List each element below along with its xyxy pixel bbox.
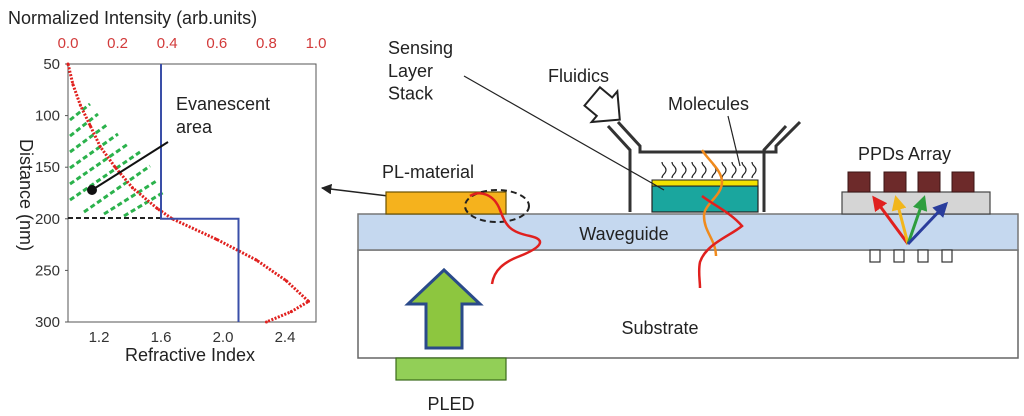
pled-block (395, 357, 507, 381)
molecules-pointer (727, 115, 741, 167)
sensing-top-layer (651, 179, 759, 187)
top-tick-label: 0.6 (206, 35, 227, 52)
fluidics-label: Fluidics (548, 66, 609, 86)
evanescent-hatch (69, 102, 165, 218)
fluidics-wall-left-inner (616, 120, 802, 154)
intensity-point (215, 237, 219, 241)
pled-label: PLED (427, 394, 474, 414)
fluidics-wall-left (606, 124, 632, 212)
plot-series (66, 62, 311, 324)
intensity-point (254, 258, 258, 262)
y-tick-label: 300 (35, 314, 60, 331)
molecules-label: Molecules (668, 94, 749, 114)
top-axis-title: Normalized Intensity (arb.units) (8, 8, 257, 28)
intensity-point (264, 320, 268, 324)
intensity-point (98, 145, 102, 149)
intensity-point (289, 310, 293, 314)
annotation-pointer (91, 141, 169, 191)
plot-frame (67, 63, 317, 323)
y-axis-title: Distance (nm) (16, 139, 36, 251)
x-axis-title: Refractive Index (125, 345, 255, 365)
pl-mode-curve (469, 192, 542, 285)
grating (869, 249, 953, 263)
top-axis-ticks: 0.0 0.2 0.4 0.6 0.8 1.0 (58, 35, 327, 52)
annotation-dot (87, 185, 97, 195)
intensity-point (130, 186, 134, 190)
intensity-curve (66, 63, 311, 324)
ppd-elements (847, 171, 975, 193)
waveguide-label: Waveguide (579, 224, 668, 244)
refractive-index-step (160, 64, 240, 322)
intensity-point (307, 299, 311, 303)
diffraction-arrows (872, 195, 949, 246)
sensing-mode-orange (700, 149, 724, 257)
ppd-base (841, 191, 991, 215)
excitation-arrow (404, 267, 484, 350)
intensity-point (66, 62, 70, 66)
coupling-ellipse (464, 189, 530, 223)
intensity-point (78, 103, 82, 107)
y-tick-label: 50 (43, 56, 60, 73)
top-tick-label: 0.8 (256, 35, 277, 52)
intensity-point (71, 83, 75, 87)
ppds-array-label: PPDs Array (858, 144, 951, 164)
y-tick-label: 150 (35, 159, 60, 176)
x-tick-label: 1.6 (151, 329, 172, 346)
y-tick-label: 100 (35, 108, 60, 125)
y-axis-ticks: 50 100 150 200 250 300 (35, 56, 68, 331)
x-tick-label: 1.2 (89, 329, 110, 346)
intensity-point (155, 206, 159, 210)
x-tick-label: 2.4 (275, 329, 296, 346)
sensing-mode-red (697, 195, 744, 289)
y-tick-label: 250 (35, 262, 60, 279)
device-diagram: Substrate Waveguide PL-material Fluidics… (357, 38, 1019, 414)
molecules (661, 161, 757, 179)
pl-material-label: PL-material (382, 162, 474, 182)
y-tick-label: 200 (35, 211, 60, 228)
top-tick-label: 0.0 (58, 35, 79, 52)
x-axis-ticks: 1.2 1.6 2.0 2.4 (89, 329, 296, 346)
substrate-label: Substrate (621, 318, 698, 338)
intensity-point (113, 165, 117, 169)
top-tick-label: 0.2 (107, 35, 128, 52)
top-tick-label: 1.0 (306, 35, 327, 52)
fluidics-arrow (583, 85, 621, 124)
top-tick-label: 0.4 (157, 35, 178, 52)
intensity-point (88, 124, 92, 128)
intensity-point (284, 279, 288, 283)
pl-material-block (385, 191, 507, 215)
sensing-pointer (463, 75, 665, 191)
fluidics-wall-right (762, 124, 788, 212)
x-tick-label: 2.0 (213, 329, 234, 346)
